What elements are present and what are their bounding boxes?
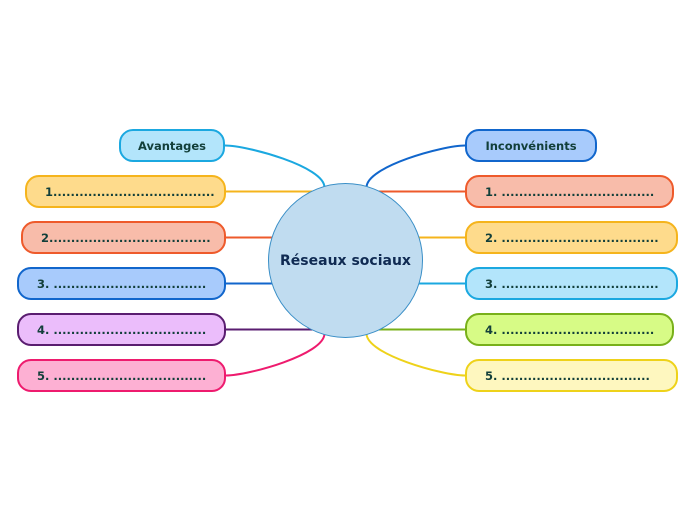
node-inconvenients-label: Inconvénients [485,138,577,153]
node-avantages[interactable]: Avantages [119,129,225,162]
node-inconvenients[interactable]: Inconvénients [465,129,597,162]
central-topic[interactable]: Réseaux sociaux [268,183,423,338]
right-item-1-label: 1. ................................... [485,184,655,199]
right-item-4[interactable]: 4. ................................... [465,313,674,346]
node-avantages-connector [224,144,326,188]
right-item-4-label: 4. ................................... [485,322,655,337]
left-item-1[interactable]: 1..................................... [25,175,226,208]
left-item-4[interactable]: 4. ................................... [17,313,226,346]
left-item-2[interactable]: 2..................................... [21,221,226,254]
right-item-2[interactable]: 2. .................................... [465,221,678,254]
central-topic-label: Réseaux sociaux [280,252,411,269]
right-item-3-label: 3. .................................... [485,276,659,291]
node-avantages-label: Avantages [137,138,207,153]
left-item-3[interactable]: 3. ................................... [17,267,226,300]
node-inconvenients-connector [365,144,466,188]
right-item-5-label: 5. .................................. [485,368,650,383]
left-item-5-label: 5. ................................... [37,368,207,383]
right-item-1[interactable]: 1. ................................... [465,175,674,208]
left-item-2-label: 2..................................... [41,230,211,245]
left-item-3-label: 3. ................................... [37,276,207,291]
left-item-5[interactable]: 5. ................................... [17,359,226,392]
right-item-2-label: 2. .................................... [485,230,659,245]
right-item-5[interactable]: 5. .................................. [465,359,678,392]
left-item-1-label: 1..................................... [45,184,215,199]
left-item-4-label: 4. ................................... [37,322,207,337]
right-item-3[interactable]: 3. .................................... [465,267,678,300]
right-item-5-connector [365,333,466,377]
left-item-5-connector [225,333,326,377]
